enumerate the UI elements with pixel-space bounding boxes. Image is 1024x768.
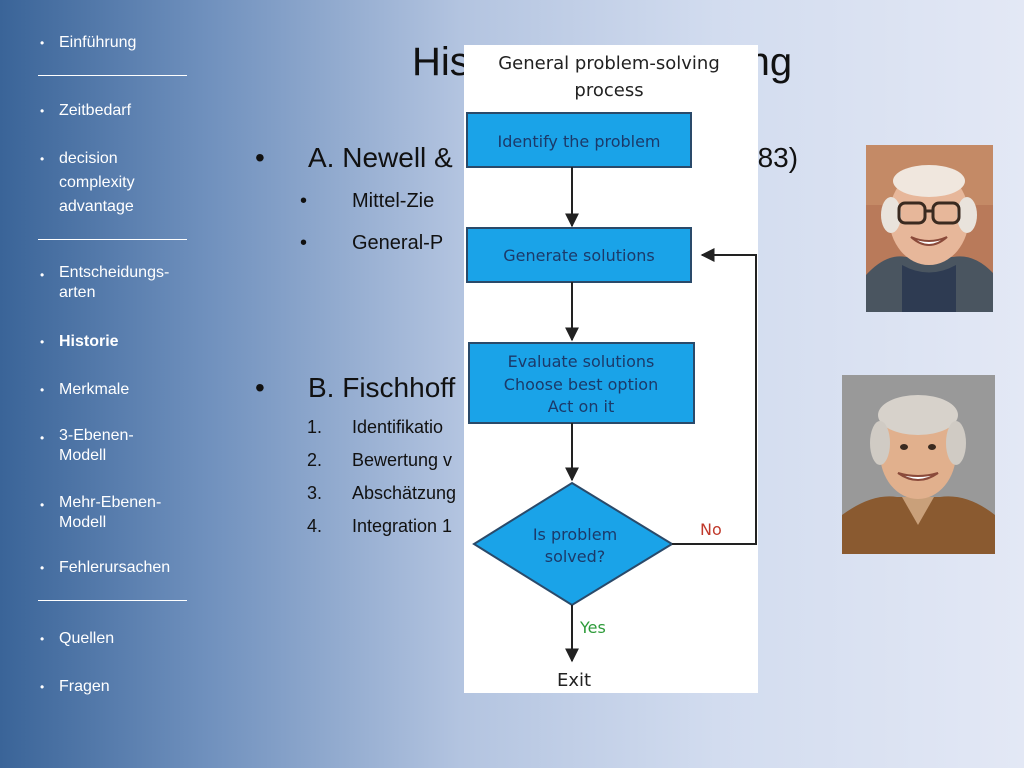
sidebar-item-label: Historie xyxy=(59,333,119,350)
section-b-item-text: Identifikatio xyxy=(352,417,444,437)
sidebar-item-zeitbedarf[interactable]: • Zeitbedarf xyxy=(40,99,190,123)
sidebar-item-label: Zeitbedarf xyxy=(59,102,132,119)
sidebar-item-label: Fragen xyxy=(59,678,110,695)
sidebar-item-label: Entscheidungs-arten xyxy=(59,264,170,301)
bullet-icon: • xyxy=(40,104,45,118)
section-b-item-text: Abschätzung xyxy=(352,483,457,503)
portrait-image xyxy=(842,375,995,554)
sidebar-divider xyxy=(38,75,187,76)
slide-title: His xyxy=(412,40,470,85)
choose-best-option-text: Choose best option xyxy=(504,375,658,394)
sidebar-item-label: Fehlerursachen xyxy=(59,559,171,576)
decision-text-line1: Is problem xyxy=(533,525,617,544)
identify-problem-box xyxy=(466,112,692,168)
sidebar-item-einfuehrung[interactable]: • Einführung xyxy=(40,31,190,55)
flowchart-title-line2: process xyxy=(574,80,643,101)
act-on-it-text: Act on it xyxy=(548,397,615,416)
sidebar-nav: • Einführung • Zeitbedarf • decision com… xyxy=(0,0,200,768)
sidebar-item-label: Mehr-Ebenen-Modell xyxy=(59,494,162,531)
slide-title-left: His xyxy=(412,40,470,84)
portrait-image xyxy=(866,145,993,312)
decision-text-line2: solved? xyxy=(545,547,606,566)
yes-label: Yes xyxy=(579,618,606,637)
sidebar-item-label: decision complexity advantage xyxy=(59,150,135,215)
bullet-icon: • xyxy=(40,431,45,445)
bullet-icon: • xyxy=(255,142,265,173)
bullet-icon: • xyxy=(40,498,45,512)
sidebar-item-label: Merkmale xyxy=(59,381,130,398)
flowchart-svg: General problem-solving process Identify… xyxy=(466,53,757,691)
sidebar-item-3-ebenen-modell[interactable]: • 3-Ebenen-Modell xyxy=(40,426,150,466)
evaluate-solutions-text: Evaluate solutions xyxy=(508,352,655,371)
section-b-text: B. Fischhoff xyxy=(308,372,456,403)
no-label: No xyxy=(700,520,722,539)
section-b-item-text: Bewertung v xyxy=(352,450,453,470)
list-number: 3. xyxy=(307,483,323,503)
bullet-icon: • xyxy=(40,152,45,166)
bullet-icon: • xyxy=(255,372,265,403)
bullet-icon: • xyxy=(300,232,308,254)
sidebar-item-decision-complexity[interactable]: • decision complexity advantage xyxy=(40,147,160,219)
bullet-icon: • xyxy=(300,190,308,212)
sidebar-item-label: Einführung xyxy=(59,34,137,51)
section-b-item-text: Integration 1 xyxy=(352,516,453,536)
sidebar-item-fragen[interactable]: • Fragen xyxy=(40,675,190,699)
sidebar-item-quellen[interactable]: • Quellen xyxy=(40,627,190,651)
sidebar-divider xyxy=(38,239,187,240)
flowchart-diagram: General problem-solving process Identify… xyxy=(464,45,758,693)
generate-solutions-box xyxy=(466,227,692,283)
bullet-icon: • xyxy=(40,632,45,646)
sidebar-item-merkmale[interactable]: • Merkmale xyxy=(40,378,190,402)
section-a-text: A. Newell & xyxy=(308,142,453,173)
sidebar-item-entscheidungsarten[interactable]: • Entscheidungs-arten xyxy=(40,263,175,303)
no-loop-arrow xyxy=(672,248,757,545)
bullet-icon: • xyxy=(40,383,45,397)
sidebar-item-label: 3-Ebenen-Modell xyxy=(59,427,134,464)
decision-diamond xyxy=(472,481,674,607)
sidebar-item-fehlerursachen[interactable]: • Fehlerursachen xyxy=(40,556,190,580)
portrait-photo-fischhoff xyxy=(842,375,995,554)
bullet-icon: • xyxy=(40,335,45,349)
evaluate-solutions-box xyxy=(468,342,695,424)
section-a-item-text: General-P xyxy=(352,232,444,254)
list-number: 4. xyxy=(307,516,323,536)
list-number: 2. xyxy=(307,450,323,470)
bullet-icon: • xyxy=(40,680,45,694)
exit-label: Exit xyxy=(557,670,591,691)
bullet-icon: • xyxy=(40,36,45,50)
list-number: 1. xyxy=(307,417,323,437)
generate-solutions-text: Generate solutions xyxy=(503,246,655,265)
sidebar-item-label: Quellen xyxy=(59,630,115,647)
sidebar-item-mehr-ebenen-modell[interactable]: • Mehr-Ebenen-Modell xyxy=(40,493,180,533)
identify-problem-text: Identify the problem xyxy=(497,132,660,151)
sidebar-divider xyxy=(38,600,187,601)
portrait-photo-newell xyxy=(866,145,993,312)
bullet-icon: • xyxy=(40,561,45,575)
section-a-item-text: Mittel-Zie xyxy=(352,190,435,212)
flowchart-title-line1: General problem-solving xyxy=(498,53,720,74)
sidebar-item-historie[interactable]: • Historie xyxy=(40,330,190,354)
bullet-icon: • xyxy=(40,268,45,282)
